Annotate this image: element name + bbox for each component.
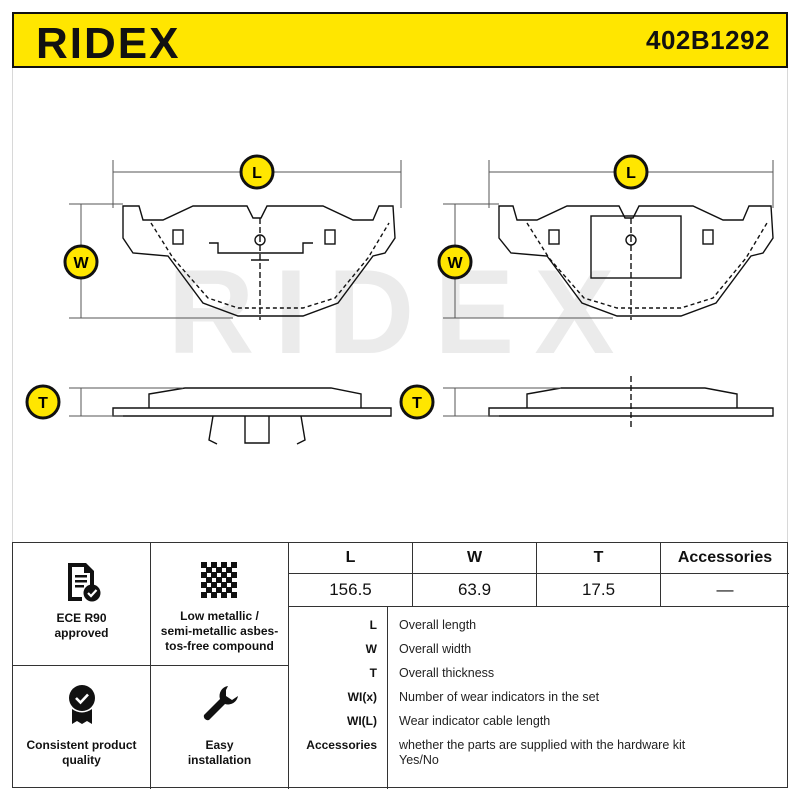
feature-label: ECE R90: [56, 611, 107, 625]
left-pad-outline: [122, 205, 396, 317]
legend-row: T Overall thickness: [289, 661, 789, 685]
feature-label: quality: [62, 753, 101, 767]
value-accessories: —: [661, 574, 789, 607]
mesh-pattern-icon: [200, 562, 237, 598]
width-marker-right: [437, 244, 473, 280]
legend-row: WI(L) Wear indicator cable length: [289, 709, 789, 733]
width-marker-left: [63, 244, 99, 280]
svg-text:RIDEX: RIDEX: [36, 20, 180, 64]
svg-text:L: L: [252, 165, 262, 182]
feature-label: installation: [187, 753, 252, 767]
feature-quality: Consistent product quality: [13, 666, 151, 789]
part-number: 402B1292: [646, 25, 770, 55]
feature-ece-r90: ECE R90 approved: [13, 543, 151, 666]
legend-table: L Overall length W Overall width T Overa…: [289, 607, 789, 789]
value-width: 63.9: [413, 574, 537, 607]
legend-desc-sub: Yes/No: [399, 753, 439, 767]
feature-compound: Low metallic / semi-metallic asbes- tos-…: [151, 543, 289, 666]
length-marker-left: [239, 154, 275, 190]
svg-text:T: T: [38, 395, 48, 412]
info-block: ECE R90 approved Low metallic / semi-met…: [12, 542, 789, 789]
legend-key: L: [369, 618, 377, 632]
ridex-logo: RIDEX: [36, 20, 180, 64]
feature-label: Easy: [205, 738, 234, 752]
legend-desc: Wear indicator cable length: [399, 714, 551, 728]
right-pad-side: [488, 407, 774, 417]
legend-desc: whether the parts are supplied with the …: [399, 738, 686, 752]
right-pad-outline: [498, 205, 774, 317]
legend-key: WI(x): [347, 690, 377, 704]
feature-label: Low metallic /: [180, 609, 259, 623]
svg-text:W: W: [447, 255, 463, 272]
value-thickness: 17.5: [537, 574, 661, 607]
header-bar: RIDEX 402B1292: [12, 12, 788, 68]
header-thickness: T: [537, 543, 661, 574]
left-pad-side: [112, 407, 392, 417]
svg-text:T: T: [412, 395, 422, 412]
legend-desc: Overall width: [399, 642, 472, 656]
wrench-icon: [203, 686, 238, 721]
thickness-marker-right: [399, 384, 435, 420]
technical-drawing: RIDEX: [12, 68, 788, 542]
dimensions-table: L W T Accessories 156.5 63.9 17.5 —: [289, 543, 789, 607]
legend-row: Accessories whether the parts are suppli…: [289, 733, 789, 773]
legend-key: WI(L): [347, 714, 377, 728]
header-length: L: [289, 543, 413, 574]
svg-text:L: L: [626, 165, 636, 182]
legend-row: WI(x) Number of wear indicators in the s…: [289, 685, 789, 709]
feature-label: semi-metallic asbes-: [160, 624, 279, 638]
legend-desc: Number of wear indicators in the set: [399, 690, 600, 704]
feature-installation: Easy installation: [151, 666, 289, 789]
feature-label: approved: [54, 626, 109, 640]
legend-key: W: [365, 642, 377, 656]
legend-desc: Overall thickness: [399, 666, 495, 680]
legend-row: W Overall width: [289, 637, 789, 661]
shield-check-icon: [68, 685, 95, 724]
feature-label: tos-free compound: [165, 639, 274, 653]
header-width: W: [413, 543, 537, 574]
value-length: 156.5: [289, 574, 413, 607]
feature-label: Consistent product: [26, 738, 137, 752]
legend-key: T: [369, 666, 377, 680]
legend-row: L Overall length: [289, 613, 789, 637]
header-accessories: Accessories: [661, 543, 789, 574]
thickness-marker-left: [25, 384, 61, 420]
length-marker-right: [613, 154, 649, 190]
svg-text:W: W: [73, 255, 89, 272]
watermark-logo: RIDEX: [168, 245, 635, 379]
document-check-icon: [67, 563, 100, 602]
legend-key: Accessories: [306, 738, 377, 752]
legend-desc: Overall length: [399, 618, 477, 632]
legend-divider: [387, 607, 388, 789]
